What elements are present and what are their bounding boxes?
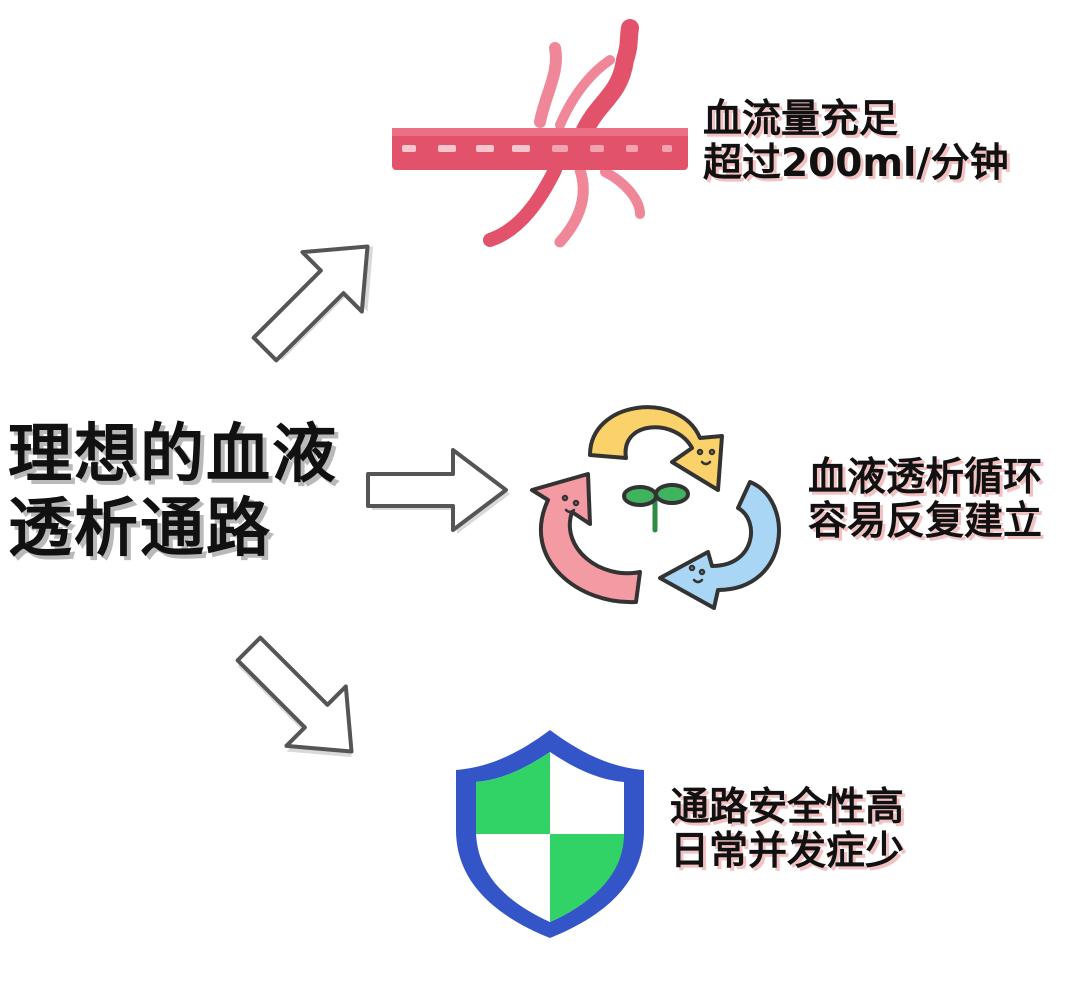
shield-icon	[456, 730, 644, 938]
main-title-line1: 理想的血液	[8, 418, 338, 492]
benefit-label-blood-flow: 血流量充足 超过200ml/分钟	[703, 98, 1009, 186]
benefit-label-line2: 超过200ml/分钟	[703, 141, 1009, 186]
benefit-label-line2: 容易反复建立	[808, 499, 1043, 544]
arrow-up-right-icon	[251, 244, 374, 363]
benefit-label-safety: 通路安全性高 日常并发症少	[670, 786, 904, 874]
main-title: 理想的血液 透析通路	[8, 418, 338, 566]
benefit-label-line1: 血流量充足	[703, 97, 899, 142]
arrow-right-icon	[366, 448, 510, 534]
main-title-line2: 透析通路	[8, 492, 272, 566]
benefit-label-line1: 通路安全性高	[670, 785, 905, 830]
benefit-label-line1: 血液透析循环	[808, 455, 1043, 500]
arrow-down-right-icon	[235, 635, 354, 758]
blood-vessel-icon	[392, 19, 688, 248]
recycle-arrows-icon	[530, 405, 781, 610]
benefit-label-circulation: 血液透析循环 容易反复建立	[808, 456, 1042, 544]
benefit-label-line2: 日常并发症少	[670, 829, 905, 874]
